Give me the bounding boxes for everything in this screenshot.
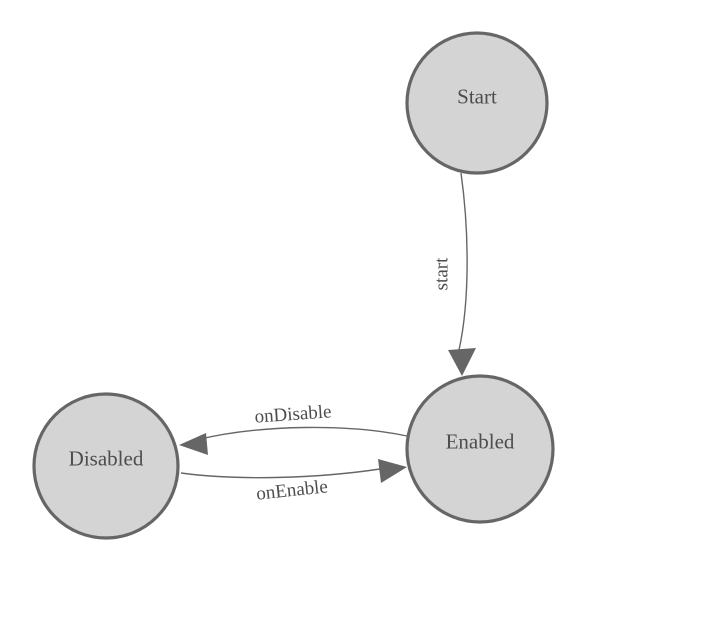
- disabled-node-label: Disabled: [69, 446, 144, 470]
- edge-start[interactable]: start: [432, 172, 476, 376]
- edge-ondisable-path: [195, 426, 408, 441]
- enabled-node-label: Enabled: [446, 429, 515, 453]
- edge-label-start: start: [432, 257, 453, 290]
- edge-onenable[interactable]: onEnable: [180, 459, 407, 505]
- disabled-node-circle: [32, 392, 180, 540]
- state-node-disabled[interactable]: Disabled: [32, 392, 180, 540]
- edge-ondisable-arrowhead-icon: [179, 433, 208, 455]
- edge-onenable-path: [180, 468, 381, 479]
- edge-start-arrowhead-icon: [448, 348, 476, 376]
- enabled-node-circle: [405, 374, 555, 524]
- edge-label-ondisable: onDisable: [254, 401, 332, 427]
- edge-onenable-arrowhead-icon: [378, 459, 407, 483]
- start-node-circle: [405, 31, 549, 175]
- state-node-start[interactable]: Start: [405, 31, 549, 175]
- state-node-enabled[interactable]: Enabled: [405, 374, 555, 524]
- edge-ondisable[interactable]: onDisable: [179, 401, 408, 455]
- edge-label-onenable: onEnable: [255, 476, 329, 504]
- start-node-label: Start: [457, 84, 497, 108]
- edge-start-path: [458, 172, 468, 351]
